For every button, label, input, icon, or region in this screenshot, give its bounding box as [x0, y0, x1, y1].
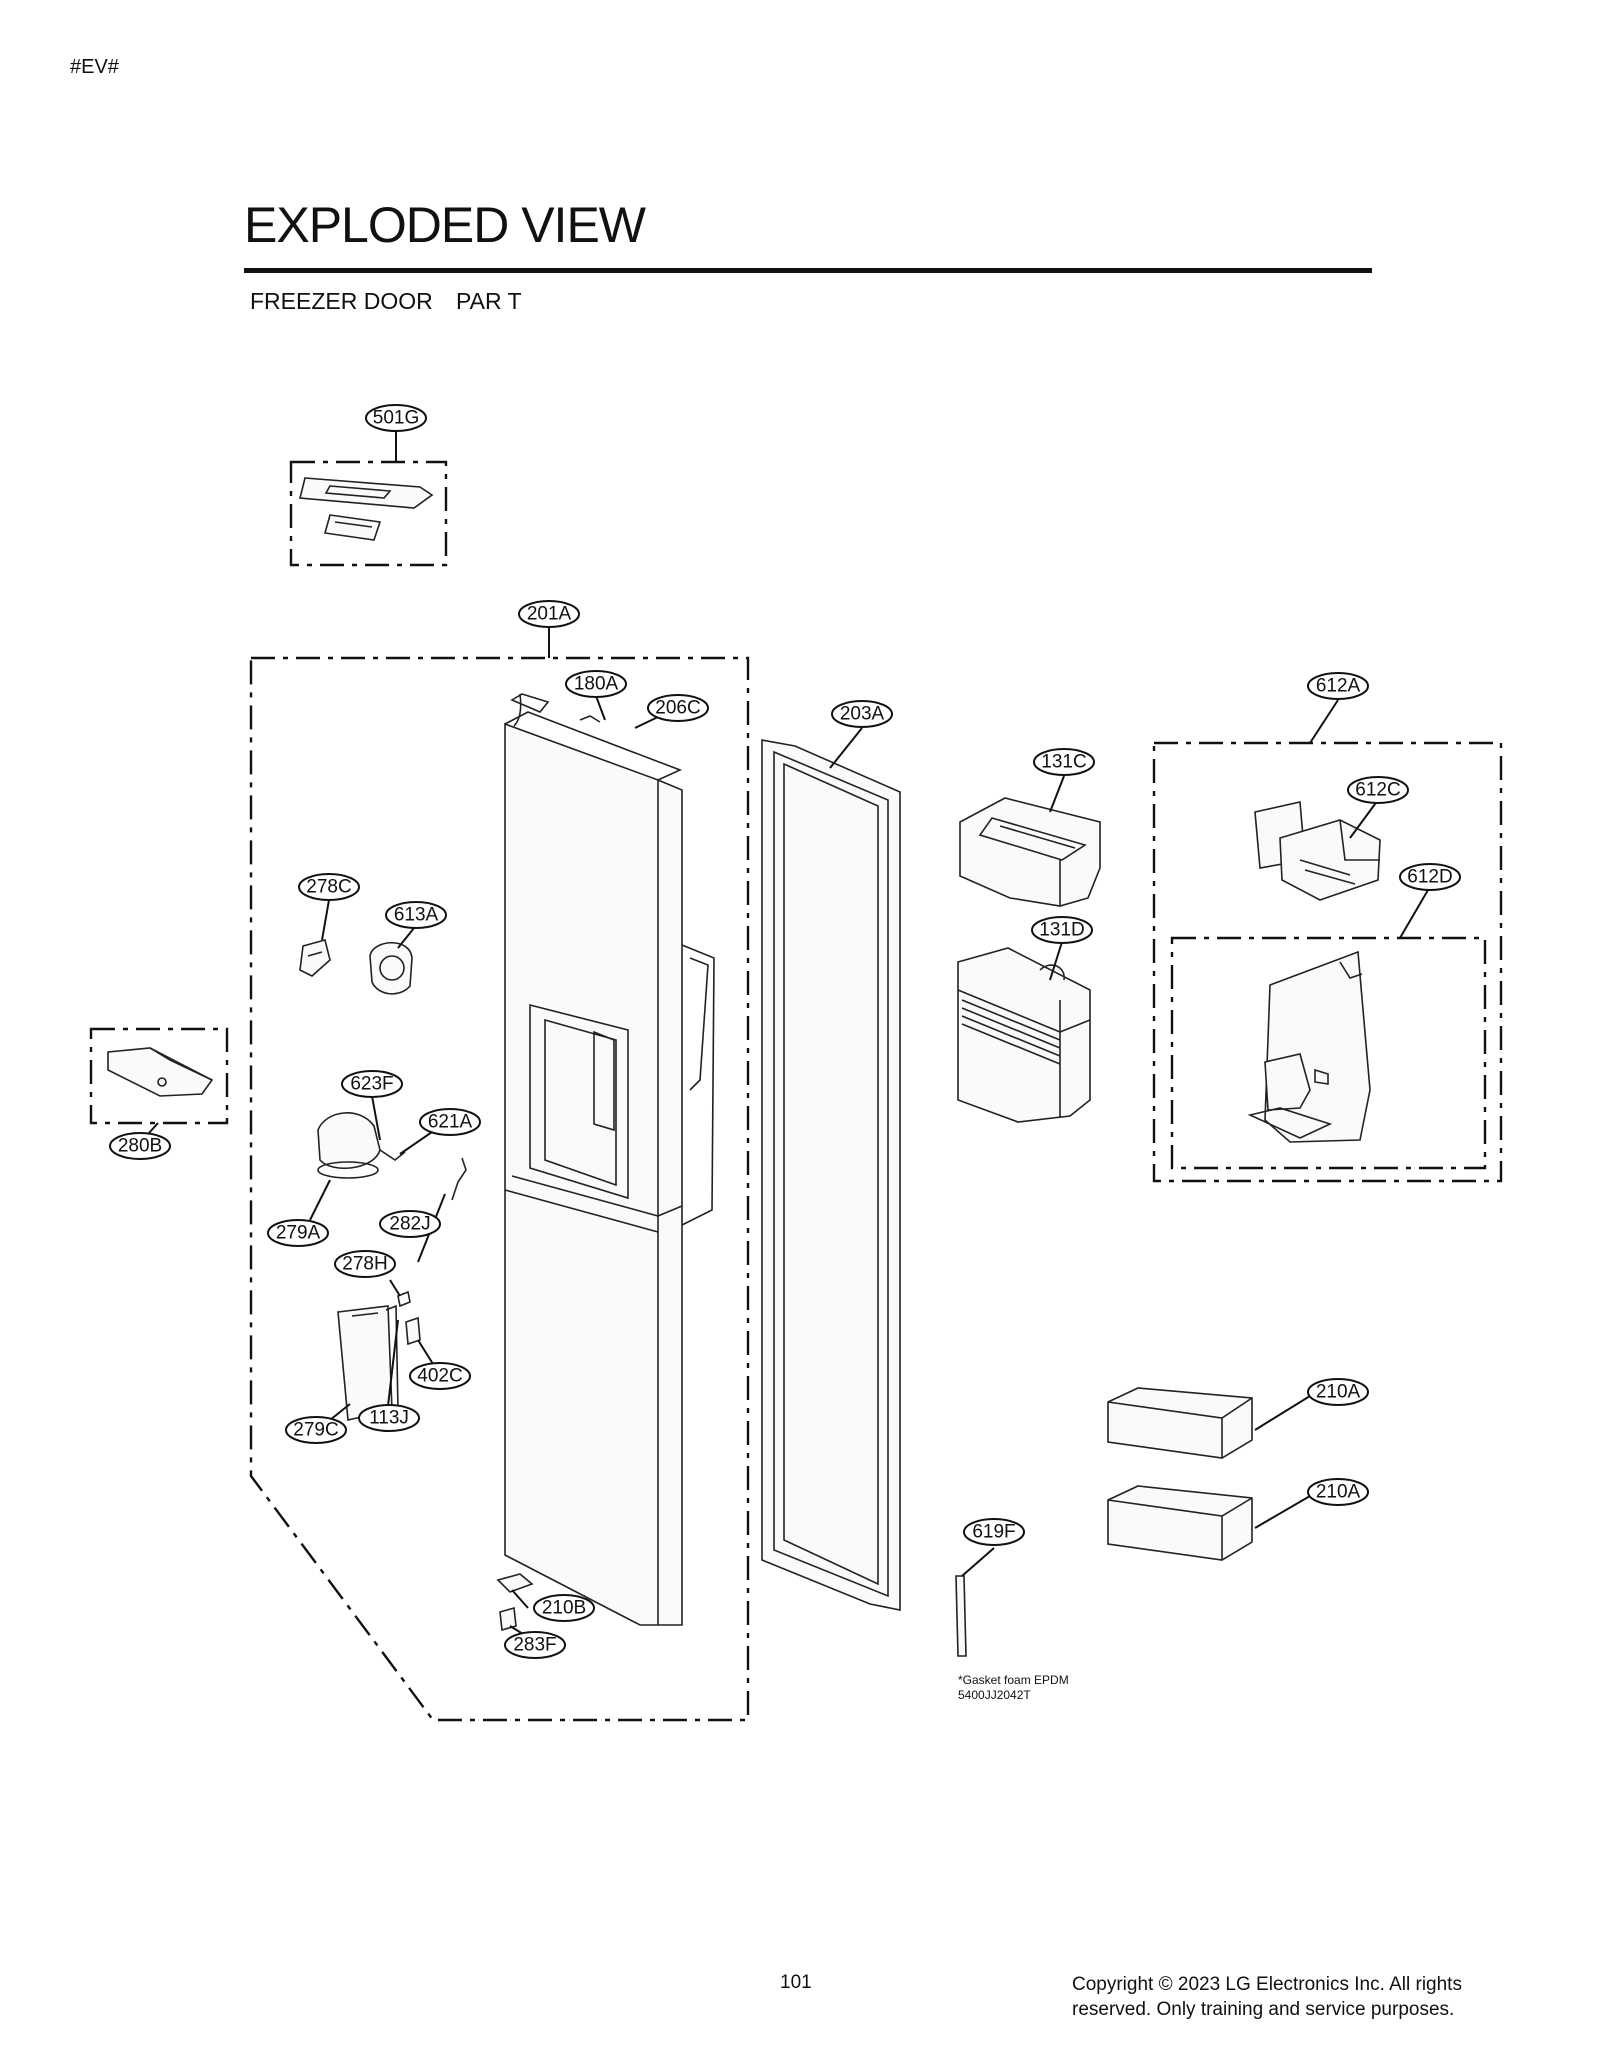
copyright-notice: Copyright © 2023 LG Electronics Inc. All… [1072, 1972, 1502, 2022]
part-612C-drawing [1254, 801, 1381, 901]
callout-501G: 501G [365, 404, 427, 432]
svg-text:282J: 282J [389, 1214, 430, 1235]
callout-623F: 623F [341, 1070, 403, 1098]
callout-279C: 279C [285, 1416, 347, 1444]
group-box-612D [1170, 936, 1487, 1170]
svg-text:278H: 278H [342, 1254, 387, 1275]
callout-210B: 210B [533, 1594, 595, 1622]
svg-text:279C: 279C [293, 1420, 338, 1441]
svg-text:283F: 283F [513, 1635, 556, 1656]
section-part: PAR T [456, 288, 522, 314]
document-tag: #EV# [70, 56, 119, 78]
part-210B-drawing [496, 1573, 534, 1593]
section-subtitle: FREEZER DOOR [250, 288, 433, 314]
callout-131C: 131C [1033, 748, 1095, 776]
svg-text:203A: 203A [840, 704, 885, 725]
callout-278C: 278C [298, 873, 360, 901]
callout-201A: 201A [518, 600, 580, 628]
callout-283F: 283F [504, 1631, 566, 1659]
callout-280B: 280B [109, 1132, 171, 1160]
svg-text:113J: 113J [369, 1408, 409, 1429]
svg-text:612A: 612A [1316, 676, 1361, 697]
callout-612D: 612D [1399, 863, 1461, 891]
svg-text:619F: 619F [972, 1522, 1015, 1543]
svg-text:206C: 206C [655, 698, 700, 719]
part-279A-drawing [317, 1112, 406, 1179]
callout-278H: 278H [334, 1250, 396, 1278]
part-210A-upper-drawing [1107, 1387, 1253, 1459]
callout-113J: 113J [358, 1404, 420, 1432]
callout-612C: 612C [1347, 776, 1409, 804]
svg-text:402C: 402C [417, 1366, 462, 1387]
part-613A-drawing [369, 942, 413, 995]
svg-text:131D: 131D [1039, 920, 1084, 941]
part-282J-drawing [451, 1157, 467, 1201]
part-210A-lower-drawing [1107, 1485, 1253, 1561]
group-box-612A [1152, 741, 1503, 1183]
note-line-2: 5400JJ2042T [958, 1688, 1031, 1702]
svg-text:201A: 201A [527, 604, 572, 625]
part-612D-drawing [1247, 950, 1371, 1143]
svg-text:210A: 210A [1316, 1482, 1361, 1503]
note-line-1: *Gasket foam EPDM [958, 1673, 1069, 1687]
svg-text:613A: 613A [394, 905, 439, 926]
callout-619F: 619F [963, 1518, 1025, 1546]
svg-text:612D: 612D [1407, 867, 1452, 888]
callout-621A: 621A [419, 1108, 481, 1136]
svg-text:501G: 501G [373, 408, 419, 429]
callout-210A-upper: 210A [1307, 1378, 1369, 1406]
copyright-line-2: reserved. Only training and service purp… [1072, 1999, 1455, 2020]
svg-text:621A: 621A [428, 1112, 473, 1133]
copyright-line-1: Copyright © 2023 LG Electronics Inc. All… [1072, 1974, 1462, 1995]
part-278C-drawing [299, 939, 331, 977]
group-box-501G [289, 460, 448, 567]
part-131D-drawing [957, 947, 1091, 1123]
page-number: 101 [780, 1972, 812, 1993]
callout-210A-lower: 210A [1307, 1478, 1369, 1506]
title-rule [244, 268, 1372, 273]
callout-131D: 131D [1031, 916, 1093, 944]
svg-text:180A: 180A [574, 674, 619, 695]
part-619F-drawing [955, 1575, 967, 1657]
callout-402C: 402C [409, 1362, 471, 1390]
callout-612A: 612A [1307, 672, 1369, 700]
part-280B-drawing [107, 1047, 214, 1097]
svg-text:278C: 278C [306, 877, 351, 898]
svg-text:280B: 280B [118, 1136, 162, 1157]
group-box-280B [89, 1027, 229, 1125]
part-402C-drawing [405, 1316, 421, 1346]
svg-text:210B: 210B [542, 1598, 586, 1619]
part-278H-drawing [397, 1290, 411, 1308]
group-box-201A [249, 656, 750, 1722]
callout-180A: 180A [565, 670, 627, 698]
callout-282J: 282J [379, 1210, 441, 1238]
svg-text:612C: 612C [1355, 780, 1400, 801]
part-283F-drawing [499, 1606, 517, 1632]
gasket-203A-drawing [761, 739, 901, 1611]
svg-text:210A: 210A [1316, 1382, 1361, 1403]
svg-text:131C: 131C [1041, 752, 1086, 773]
callout-203A: 203A [831, 700, 893, 728]
svg-text:623F: 623F [350, 1074, 393, 1095]
part-131C-drawing [959, 797, 1101, 907]
svg-text:279A: 279A [276, 1223, 321, 1244]
page-title: EXPLODED VIEW [244, 197, 646, 253]
callout-613A: 613A [385, 901, 447, 929]
part-501G-drawing [298, 477, 434, 541]
freezer-door-drawing [504, 693, 715, 1626]
callout-206C: 206C [647, 694, 709, 722]
callout-279A: 279A [267, 1219, 329, 1247]
